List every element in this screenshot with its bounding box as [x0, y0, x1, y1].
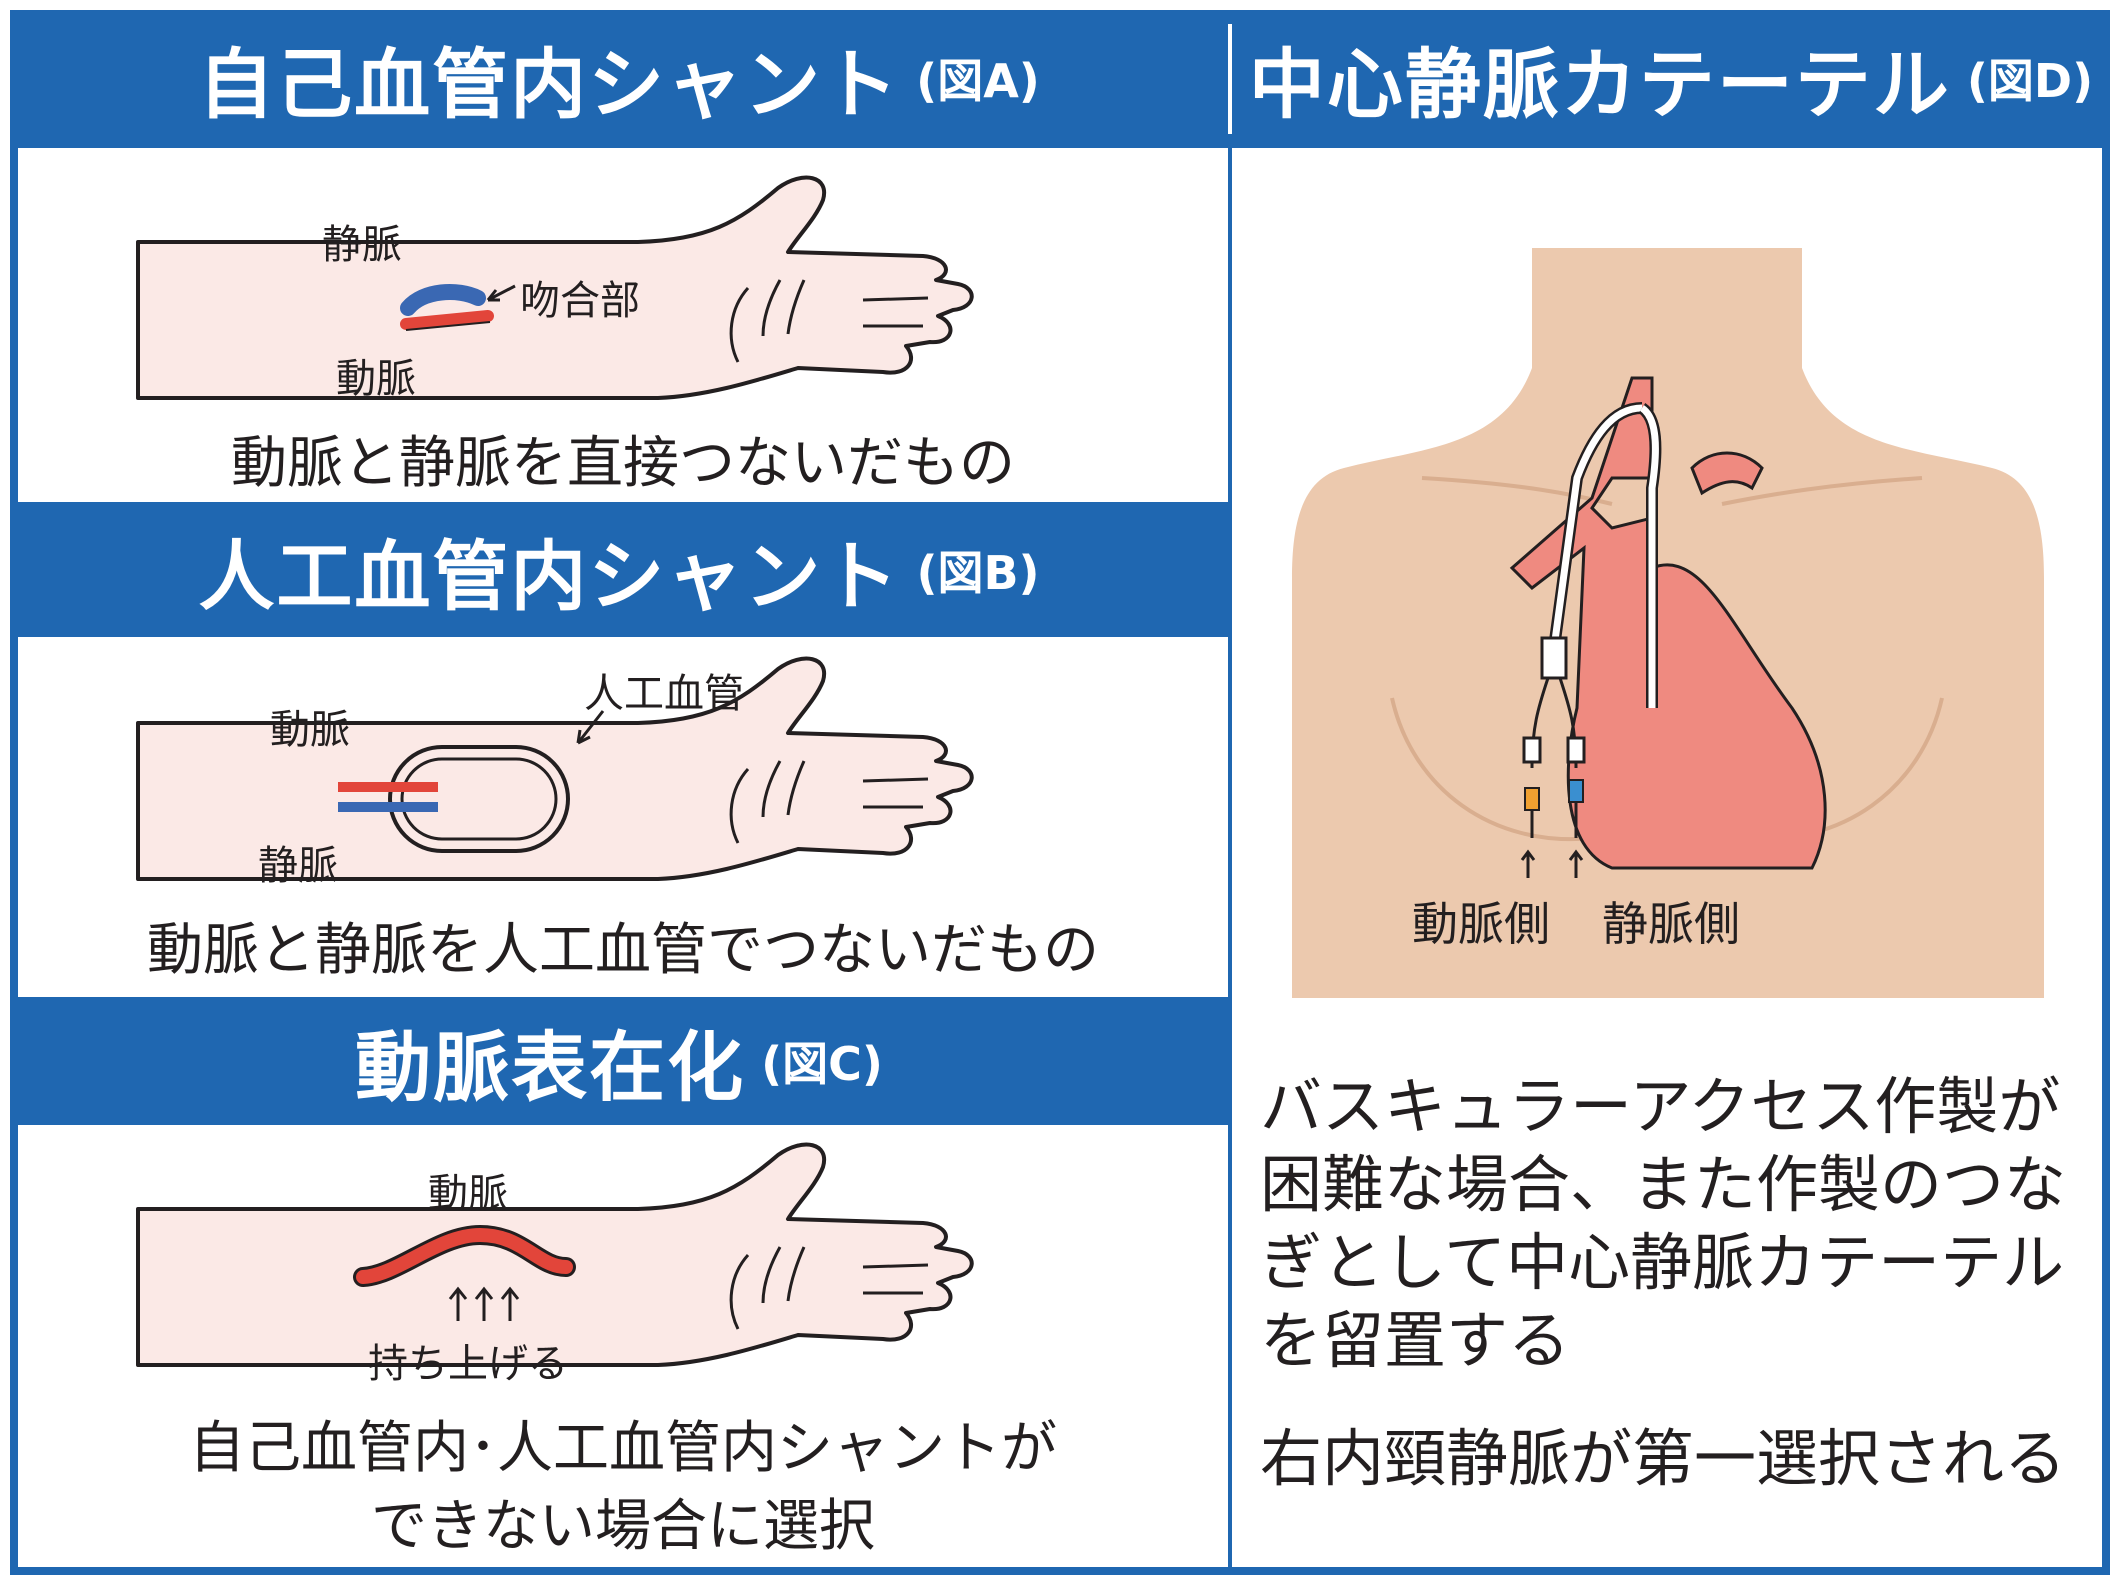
- panel-c-title: 動脈表在化: [355, 1023, 746, 1112]
- panel-a-caption: 動脈と静脈を直接つないだもの: [231, 431, 1015, 496]
- panel-a-vein-label: 静脈: [322, 222, 402, 268]
- palm-line: [729, 286, 750, 363]
- panel-b-caption: 動脈と静脈を人工血管でつないだもの: [147, 918, 1099, 983]
- panel-c-caption-line2: できない場合に選択: [371, 1494, 875, 1559]
- catheter-hub: [1540, 636, 1568, 680]
- panel-b-vein-label: 静脈: [258, 843, 338, 889]
- panel-a-artery-label: 動脈: [336, 356, 416, 402]
- graft-loop-inner: [400, 757, 558, 841]
- panel-a-arm-illustration: [18, 175, 974, 400]
- panel-b-artery-label: 動脈: [270, 707, 350, 753]
- catheter-tube: [1550, 404, 1643, 649]
- venous-clamp: [1568, 779, 1584, 803]
- panel-d-figure-ref: (図D): [1966, 53, 2094, 108]
- arterial-clamp: [1524, 787, 1540, 811]
- panel-c-header: 動脈表在化 (図C): [10, 997, 1228, 1125]
- heart-shape: [1509, 376, 1827, 870]
- panel-a: 静脈 吻合部 動脈 動脈と静脈を直接つないだもの: [18, 148, 1228, 502]
- panel-d-description: バスキュラーアクセス作製が 困難な場合、また作製のつな ぎとして中心静脈カテーテ…: [1260, 1068, 2090, 1380]
- panel-d-note: 右内頸静脈が第一選択される: [1260, 1422, 2067, 1495]
- panel-d-text-line4: を留置する: [1260, 1304, 1571, 1377]
- lifted-artery: [356, 1227, 573, 1284]
- panel-c-lift-label: 持ち上げる: [368, 1341, 568, 1387]
- panel-a-anastomosis-label: 吻合部: [520, 278, 640, 324]
- panel-b-header: 人工血管内シャント (図B): [10, 502, 1228, 637]
- panel-c-artery-label: 動脈: [428, 1171, 508, 1217]
- panel-c-arm-illustration: [136, 1142, 974, 1367]
- arterial-side-label: 動脈側: [1412, 897, 1550, 951]
- venous-side-label: 静脈側: [1602, 897, 1740, 951]
- panel-b-figure-ref: (図B): [916, 545, 1040, 600]
- panel-a-figure-ref: (図A): [916, 53, 1040, 108]
- panel-d-header: 中心静脈カテーテル (図D): [1232, 10, 2110, 145]
- panel-d-title: 中心静脈カテーテル: [1248, 39, 1951, 129]
- arm-shape: [136, 175, 974, 400]
- panel-b: 動脈 静脈 人工血管 動脈と静脈を人工血管でつないだもの: [18, 637, 1228, 997]
- panel-b-title: 人工血管内シャント: [198, 531, 901, 621]
- panel-b-arm-illustration: [136, 656, 974, 881]
- panel-d-text-line1: バスキュラーアクセス作製が: [1260, 1070, 2061, 1143]
- panel-c-figure-ref: (図C): [761, 1037, 883, 1091]
- panel-d-text-line3: ぎとして中心静脈カテーテル: [1260, 1226, 2065, 1299]
- panel-a-title: 自己血管内シャント: [198, 39, 901, 129]
- graft-arrow: [576, 710, 605, 745]
- figure-frame: 自己血管内シャント (図A) 中心静脈カテーテル (図D) 静脈 吻合部 動脈 …: [10, 10, 2110, 1575]
- aortic-arch: [1690, 451, 1764, 496]
- panel-d-torso-illustration: [1292, 248, 2044, 998]
- vein-segment: [400, 284, 486, 316]
- lift-arrows: [448, 1286, 520, 1321]
- artery-segment: [400, 310, 494, 330]
- panel-b-graft-label: 人工血管: [584, 671, 744, 717]
- graft-loop-outer: [388, 745, 570, 853]
- panel-d: 動脈側 静脈側 バスキュラーアクセス作製が 困難な場合、また作製のつな ぎとして…: [1232, 148, 2102, 1567]
- panel-d-text-line2: 困難な場合、また作製のつな: [1260, 1148, 2067, 1221]
- port-arrows: [1520, 849, 1584, 878]
- arm-shape: [136, 656, 974, 881]
- panel-c-caption-line1: 自己血管内･人工血管内シャントが: [189, 1416, 1057, 1481]
- header-divider: [1228, 24, 1232, 134]
- panel-a-header: 自己血管内シャント (図A): [10, 10, 1228, 145]
- anastomosis-arrow: [487, 284, 516, 302]
- panel-c: 動脈 持ち上げる 自己血管内･人工血管内シャントが できない場合に選択: [18, 1125, 1228, 1567]
